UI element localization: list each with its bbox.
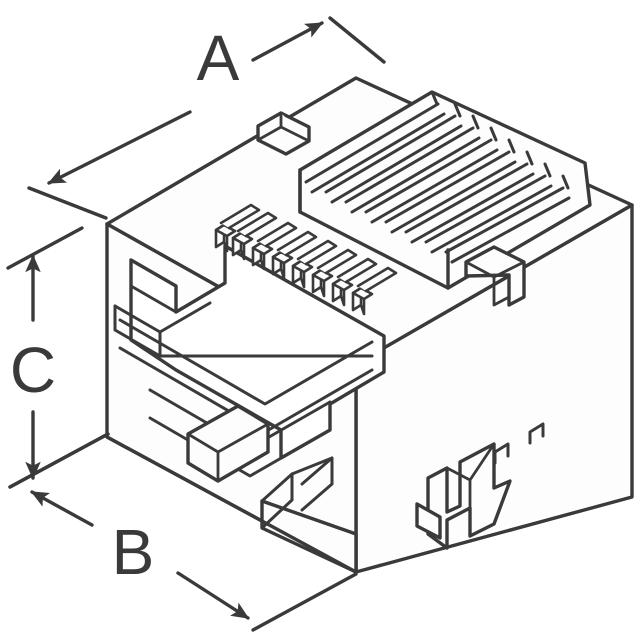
board-mount-pegs	[260, 456, 358, 574]
port-inner-a	[129, 281, 227, 314]
port-shelf-4	[148, 416, 332, 478]
fin-8	[444, 186, 565, 254]
fin-4	[364, 138, 493, 214]
port-key-block	[186, 404, 270, 483]
dimension-a	[27, 16, 386, 220]
clip-tab-left	[415, 502, 442, 540]
fin-7	[424, 174, 547, 244]
fin-6b	[410, 172, 535, 244]
contact-pin	[251, 221, 298, 271]
side-latch-notches	[493, 422, 545, 465]
peg-bridge	[260, 456, 358, 536]
dimension-label-b: B	[112, 516, 155, 588]
witness-line-c-top	[6, 226, 84, 270]
side-mount-bracket	[464, 245, 526, 307]
fin-2	[324, 114, 457, 194]
fin-1b	[310, 112, 446, 194]
port-shelf-1	[118, 318, 374, 406]
fin-5b	[390, 160, 517, 234]
port-key-edges	[186, 422, 270, 483]
fin-7b	[430, 184, 553, 254]
fin-5	[384, 150, 511, 224]
board-lock-clip	[415, 442, 512, 550]
contact-pin	[311, 248, 358, 298]
latch-notch-1	[493, 442, 510, 465]
dimension-line-a-right	[251, 21, 324, 62]
fin-8b	[450, 196, 571, 264]
contact-pin	[214, 203, 261, 253]
contact-pin-group	[214, 203, 398, 316]
dimension-line-b-right	[176, 571, 250, 620]
dimension-line-b-left	[30, 490, 94, 527]
witness-line-a-right	[328, 16, 386, 64]
fin-block-front-edge	[298, 168, 450, 290]
witness-line-b-left	[8, 432, 110, 489]
contact-pin	[331, 257, 378, 307]
dimension-label-a: A	[197, 22, 240, 94]
witness-line-b-right	[251, 572, 358, 632]
dimension-label-c: C	[10, 334, 56, 406]
top-notch-tab	[256, 111, 311, 156]
contact-pin	[291, 239, 338, 289]
port-opening	[113, 244, 386, 483]
dimension-line-a-left	[47, 110, 192, 185]
fin-4b	[370, 148, 499, 224]
contact-pin	[231, 211, 278, 261]
contact-pin	[271, 230, 318, 280]
fin-3	[344, 126, 475, 204]
fin-step-edges	[430, 90, 570, 190]
top-fin-block	[298, 90, 592, 290]
contact-pin	[351, 266, 398, 316]
witness-line-a-left	[27, 186, 108, 220]
fin-3b	[350, 136, 481, 214]
latch-notch-2	[528, 422, 545, 445]
clip-fold	[445, 442, 496, 538]
body-front-bottom-edge	[105, 435, 358, 574]
fin-6	[404, 162, 529, 234]
dimension-b	[8, 432, 358, 632]
port-aperture-outline	[129, 244, 386, 460]
fin-1	[304, 102, 440, 184]
connector-body	[105, 76, 634, 574]
fin-2b	[330, 124, 463, 204]
